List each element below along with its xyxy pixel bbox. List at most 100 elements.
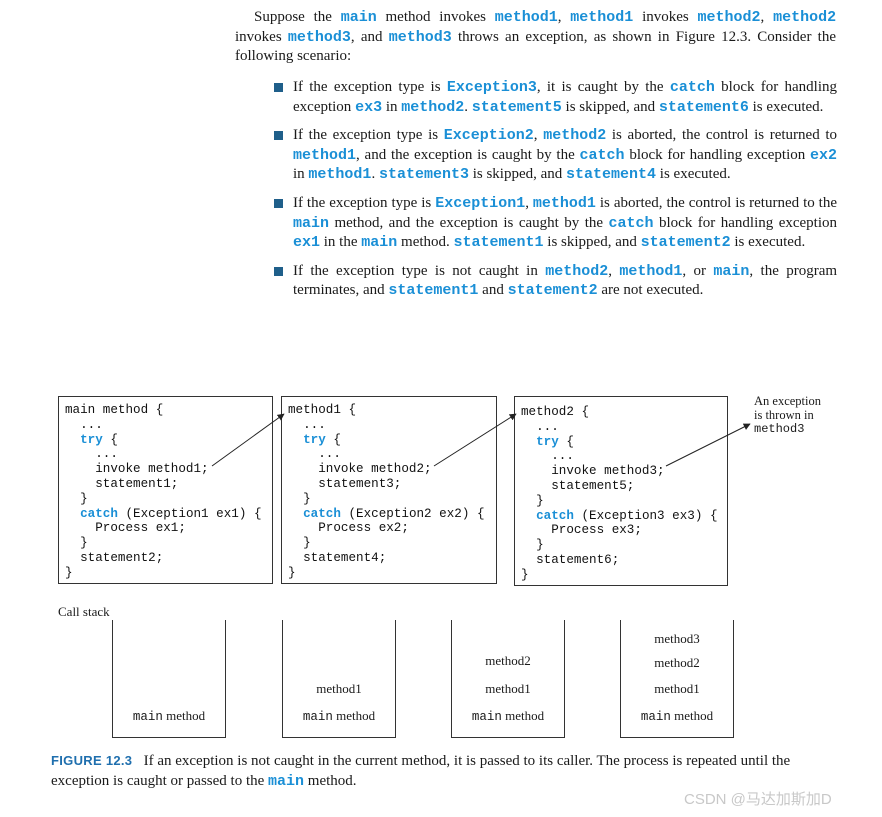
code-line: } bbox=[65, 565, 73, 580]
code-line: statement3; bbox=[288, 476, 402, 491]
arrow-method2-to-method3 bbox=[665, 423, 751, 467]
code-text: { bbox=[102, 432, 118, 447]
code-keyword: catch bbox=[303, 506, 341, 521]
intro-text: , bbox=[557, 9, 562, 25]
code-keyword: method1 bbox=[494, 9, 558, 26]
frame-text: method bbox=[166, 708, 206, 723]
code-line: Process ex3; bbox=[521, 523, 642, 538]
intro-text: invokes bbox=[642, 9, 689, 25]
intro-text: Suppose the bbox=[254, 9, 332, 25]
code-line: method2 { bbox=[521, 405, 590, 419]
code-line: } bbox=[521, 567, 529, 582]
stack-frame-method1: method1 bbox=[316, 681, 362, 696]
item-text: If the exception type is bbox=[293, 127, 439, 144]
code-keyword: catch bbox=[80, 506, 118, 521]
item-text: method. bbox=[401, 234, 450, 251]
note-line: is thrown in bbox=[754, 408, 814, 422]
code-line: statement1; bbox=[65, 476, 179, 491]
code-line: catch (Exception1 ex1) { bbox=[65, 507, 272, 522]
code-text: (Exception1 ex1) { bbox=[117, 506, 262, 521]
code-keyword: method2 bbox=[401, 98, 465, 116]
main-method-code-box: main method { ... try { ... invoke metho… bbox=[58, 396, 273, 584]
item-text: If the exception type is not caught in bbox=[293, 262, 538, 279]
stack-frame-method3: method3 bbox=[654, 631, 700, 646]
item-text: . bbox=[464, 98, 469, 115]
code-keyword: method1 bbox=[532, 194, 596, 212]
scenario-list: If the exception type is Exception3, it … bbox=[272, 78, 837, 310]
code-keyword: method2 bbox=[545, 262, 609, 280]
code-line: main method { bbox=[65, 403, 164, 417]
code-keyword: method3 bbox=[287, 28, 351, 46]
stack-frame-method2: method2 bbox=[654, 655, 700, 670]
code-keyword: Exception2 bbox=[443, 127, 534, 145]
frame-code: main bbox=[640, 710, 671, 724]
code-line: } bbox=[288, 491, 311, 506]
code-line: } bbox=[288, 536, 311, 551]
code-keyword: main bbox=[268, 773, 305, 790]
item-text: block for handling exception bbox=[659, 214, 838, 231]
note-line: An exception bbox=[754, 394, 821, 408]
code-line: ... bbox=[65, 417, 103, 432]
intro-text: throws an exception, as shown in Figure … bbox=[235, 28, 836, 65]
intro-paragraph: Suppose the main method invokes method1,… bbox=[235, 8, 836, 67]
item-text: . bbox=[371, 166, 376, 183]
code-line: } bbox=[521, 538, 544, 553]
list-item: If the exception type is not caught in m… bbox=[272, 262, 837, 301]
code-keyword: statement4 bbox=[566, 166, 657, 184]
code-keyword: statement3 bbox=[378, 166, 469, 184]
code-keyword: statement6 bbox=[658, 98, 749, 116]
code-line: Process ex2; bbox=[288, 521, 409, 536]
code-keyword: method1 bbox=[308, 166, 372, 184]
note-line: method3 bbox=[754, 422, 805, 436]
frame-code: main bbox=[132, 710, 163, 724]
code-line: invoke method3; bbox=[521, 464, 665, 479]
code-keyword: main bbox=[361, 234, 398, 252]
square-bullet-icon bbox=[274, 266, 283, 276]
call-stack-4: method3 method2 method1 main method bbox=[620, 620, 734, 738]
item-text: in bbox=[385, 98, 398, 115]
frame-text: method bbox=[336, 708, 376, 723]
stack-frame-main: main method bbox=[452, 708, 564, 724]
item-text: , bbox=[533, 127, 538, 144]
method2-code-box: method2 { ... try { ... invoke method3; … bbox=[514, 396, 728, 586]
code-line: ... bbox=[288, 417, 326, 432]
item-text: is aborted, the control is returned to bbox=[611, 127, 838, 144]
frame-code: main bbox=[471, 710, 502, 724]
call-stack-3: method2 method1 main method bbox=[451, 620, 565, 738]
code-keyword: method2 bbox=[543, 127, 607, 145]
code-keyword: catch bbox=[536, 508, 574, 523]
code-line: try { bbox=[65, 433, 272, 448]
square-bullet-icon bbox=[274, 198, 283, 208]
frame-code: main bbox=[302, 710, 333, 724]
item-text: block for handling exception bbox=[293, 79, 838, 115]
intro-text: , bbox=[760, 9, 765, 25]
code-keyword: catch bbox=[669, 79, 715, 96]
code-keyword: statement5 bbox=[471, 98, 562, 116]
square-bullet-icon bbox=[274, 83, 283, 92]
code-text: (Exception3 ex3) { bbox=[573, 508, 718, 523]
item-text: If the exception type is bbox=[293, 79, 441, 95]
stack-frame-main: main method bbox=[621, 708, 733, 724]
item-text: is executed. bbox=[659, 166, 731, 183]
stack-frame-method1: method1 bbox=[654, 681, 700, 696]
code-line: statement5; bbox=[521, 478, 635, 493]
item-text: is executed. bbox=[752, 98, 824, 115]
code-keyword: main bbox=[713, 262, 750, 280]
list-item: If the exception type is Exception2, met… bbox=[272, 126, 837, 185]
code-keyword: statement2 bbox=[507, 282, 598, 300]
method1-code-box: method1 { ... try { ... invoke method2; … bbox=[281, 396, 497, 584]
code-line: } bbox=[65, 491, 88, 506]
code-keyword: Exception3 bbox=[446, 79, 537, 96]
item-text: block for handling exception bbox=[629, 146, 806, 163]
caption-text: If an exception is not caught in the cur… bbox=[51, 753, 791, 789]
item-text: is executed. bbox=[734, 234, 806, 251]
code-keyword: ex1 bbox=[293, 234, 321, 252]
code-keyword: main bbox=[340, 9, 377, 26]
code-keyword: Exception1 bbox=[435, 194, 526, 212]
item-text: method, and the exception is caught by t… bbox=[334, 214, 604, 231]
intro-text: invokes bbox=[235, 28, 282, 45]
code-keyword: main bbox=[293, 214, 330, 232]
item-text: is aborted, the control is returned to t… bbox=[599, 194, 838, 211]
item-text: , and the exception is caught by the bbox=[356, 146, 575, 163]
